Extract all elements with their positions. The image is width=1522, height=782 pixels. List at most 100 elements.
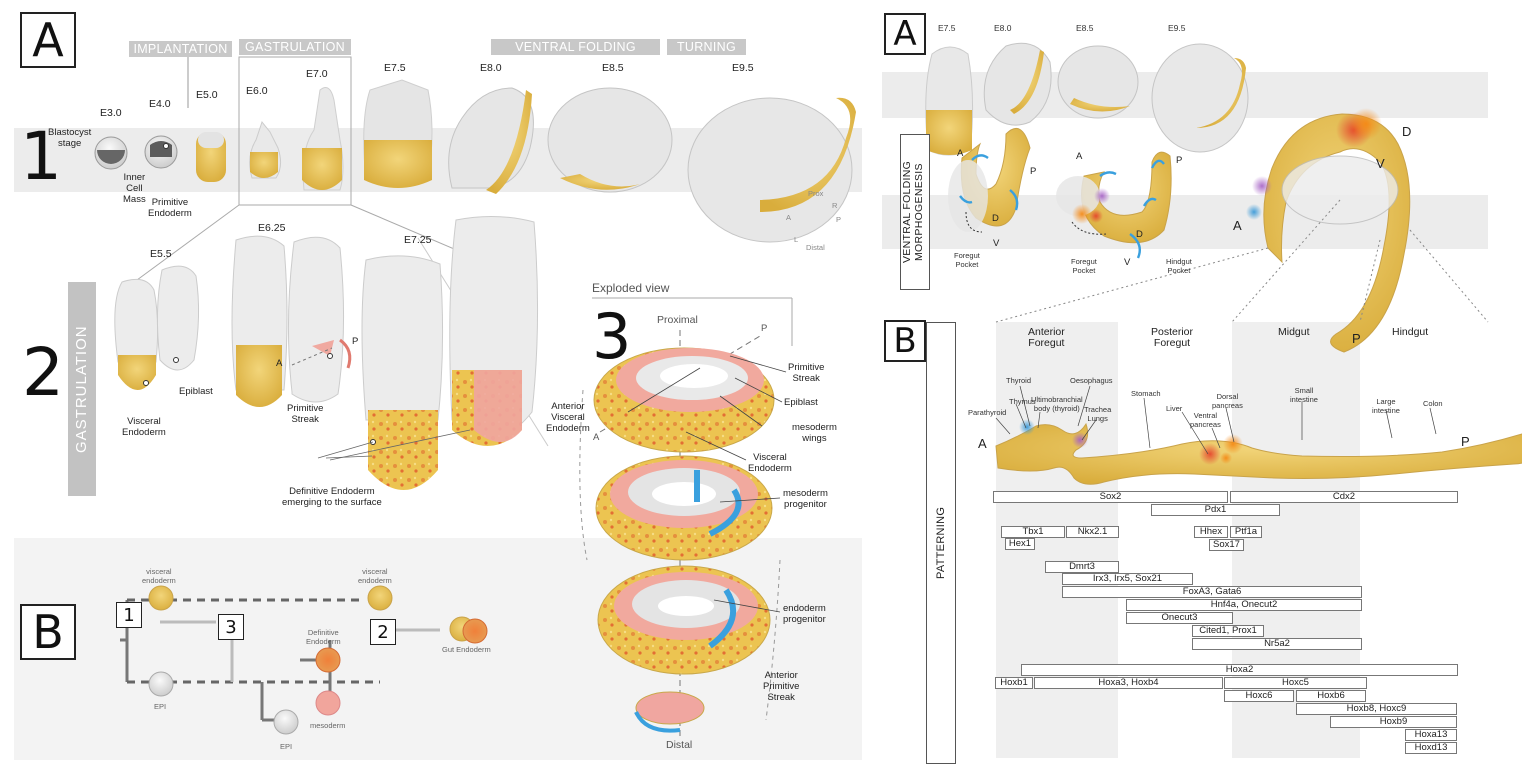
morph-v2: V	[1124, 257, 1131, 268]
label-definitive-endoderm: Definitive Endoderm emerging to the surf…	[282, 486, 382, 508]
label-primitive-streak-e625: Primitive Streak	[287, 403, 324, 425]
organ-liver: Liver	[1166, 404, 1183, 413]
embryo-e80	[448, 87, 534, 194]
exploded-disc-1	[593, 347, 775, 453]
gene-hoxa2: Hoxa2	[1021, 664, 1458, 676]
embryo-e50	[196, 132, 226, 182]
header-gastrulation: GASTRULATION	[239, 39, 351, 55]
label-axis-a: A	[276, 358, 283, 369]
organ-ultimobranchial: Ultimobranchial body (thyroid)	[1031, 395, 1083, 413]
label-axis-p: P	[352, 336, 359, 347]
patterning-box: PATTERNING	[926, 322, 956, 764]
lineage-step-3: 3	[218, 614, 244, 640]
right-embryo-e80	[983, 42, 1052, 126]
gene-hoxc6: Hoxc6	[1224, 690, 1294, 702]
stage-e95: E9.5	[732, 62, 754, 74]
gene-cited1-prox1: Cited1, Prox1	[1192, 625, 1264, 637]
region-posterior-foregut: Posterior Foregut	[1151, 326, 1194, 349]
exploded-proximal: Proximal	[657, 314, 698, 326]
zoom-box	[238, 56, 352, 206]
exploded-epiblast: Epiblast	[784, 397, 818, 408]
label-primitive-endoderm: Primitive Endoderm	[148, 197, 192, 219]
label-blastocyst: Blastocyst stage	[48, 127, 92, 149]
gene-hoxb6: Hoxb6	[1296, 690, 1366, 702]
morph-d1: D	[992, 213, 999, 224]
right-embryo-e85	[1057, 45, 1139, 119]
gene-tbx1: Tbx1	[1001, 526, 1065, 538]
embryo-e725-pair	[317, 215, 539, 490]
gene-onecut3: Onecut3	[1126, 612, 1233, 624]
stage-e50: E5.0	[196, 89, 218, 101]
region-hindgut: Hindgut	[1392, 326, 1429, 338]
lineage-visceral-endoderm-2: visceral endoderm	[358, 567, 392, 585]
morph-v3: V	[1376, 156, 1385, 171]
morph-a1: A	[957, 148, 964, 159]
gene-cdx2: Cdx2	[1230, 491, 1458, 503]
label-inner-cell-mass: Inner Cell Mass	[123, 172, 146, 205]
morph-v1: V	[993, 238, 1000, 249]
gene-sox17: Sox17	[1209, 539, 1244, 551]
region-midgut: Midgut	[1278, 326, 1310, 338]
gene-pdx1: Pdx1	[1151, 504, 1280, 516]
morph-arrows	[959, 154, 1165, 259]
morph-foregut-pocket-2: Foregut Pocket	[1071, 257, 1097, 275]
morph-foregut-pocket-1: Foregut Pocket	[954, 251, 980, 269]
gene-hhex: Hhex	[1194, 526, 1228, 538]
exploded-mesoderm-wings: mesoderm wings	[792, 422, 837, 444]
exploded-disc-3	[597, 565, 771, 675]
right-stage-e80: E8.0	[994, 23, 1012, 33]
exploded-anterior-primitive-streak: Anterior Primitive Streak	[763, 670, 800, 703]
gene-hoxb8-hoxc9: Hoxb8, Hoxc9	[1296, 703, 1457, 715]
organ-parathyroid: Parathyroid	[968, 408, 1007, 417]
stage-e75: E7.5	[384, 62, 406, 74]
exploded-ave: Anterior Visceral Endoderm	[546, 401, 590, 434]
gene-hnf4a-onecut2: Hnf4a, Onecut2	[1126, 599, 1362, 611]
embryo-e85	[547, 87, 673, 193]
axis-distal: Distal	[806, 243, 825, 252]
lineage-step-1: 1	[116, 602, 142, 628]
label-epiblast: Epiblast	[179, 386, 213, 397]
exploded-disc-4	[634, 691, 705, 733]
exploded-endoderm-progenitor: endoderm progenitor	[783, 603, 826, 625]
gene-nkx21: Nkx2.1	[1066, 526, 1119, 538]
exploded-p: P	[761, 323, 768, 334]
gene-foxa3-gata6: FoxA3, Gata6	[1062, 586, 1362, 598]
morph-a2: A	[1076, 151, 1083, 162]
row-number-2: 2	[22, 334, 64, 411]
gut-end-a: A	[978, 436, 987, 451]
gene-irx3-irx5-sox21: Irx3, Irx5, Sox21	[1062, 573, 1193, 585]
embryo-e75	[363, 79, 433, 188]
organ-small-intestine: Small intestine	[1290, 386, 1318, 404]
morph-d2: D	[1136, 229, 1143, 240]
morph-p1: P	[1030, 166, 1037, 177]
organ-dorsal-pancreas: Dorsal pancreas	[1212, 392, 1243, 410]
header-ventral-folding: VENTRAL FOLDING	[491, 39, 660, 55]
exploded-mesoderm-progenitor: mesoderm progenitor	[783, 488, 828, 510]
stage-e725: E7.25	[404, 234, 432, 246]
morph-tube-2	[1056, 151, 1172, 244]
lineage-epi-1: EPI	[154, 702, 167, 711]
gene-hex1: Hex1	[1005, 538, 1035, 550]
stage-e60: E6.0	[246, 85, 268, 97]
panel-b-left: B	[20, 604, 76, 660]
axis-p: P	[836, 215, 842, 224]
embryo-e70	[302, 87, 344, 191]
label-visceral-endoderm: Visceral Endoderm	[122, 416, 166, 438]
patterning-gut	[995, 419, 1522, 485]
morph-d3: D	[1402, 124, 1412, 139]
stage-e85: E8.5	[602, 62, 624, 74]
gene-hoxc5: Hoxc5	[1224, 677, 1367, 689]
row-number-3: 3	[592, 300, 632, 373]
organ-leaders	[995, 385, 1437, 455]
gene-hoxd13: Hoxd13	[1405, 742, 1457, 754]
organ-thyroid: Thyroid	[1006, 376, 1032, 385]
right-stage-e85: E8.5	[1076, 23, 1094, 33]
exploded-a: A	[593, 432, 600, 443]
gene-nr5a2: Nr5a2	[1192, 638, 1362, 650]
lineage-visceral-endoderm-1: visceral endoderm	[142, 567, 176, 585]
gene-ptf1a: Ptf1a	[1230, 526, 1262, 538]
lineage-definitive-endoderm: Definitive Endoderm	[306, 628, 341, 646]
axis-a: A	[786, 213, 792, 222]
exploded-visceral-endoderm: Visceral Endoderm	[748, 452, 792, 474]
